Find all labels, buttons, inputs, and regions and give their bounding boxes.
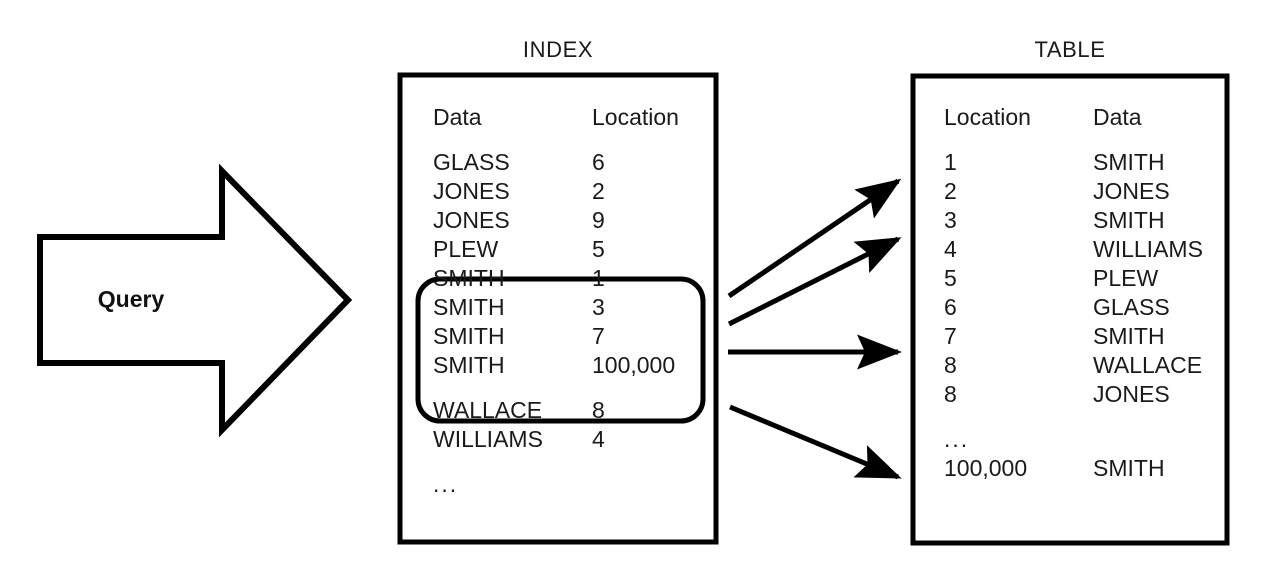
table-row: 7 SMITH xyxy=(944,322,1233,351)
table-row: 2 JONES xyxy=(944,177,1233,206)
query-label: Query xyxy=(97,286,165,312)
connector-smith-3 xyxy=(727,236,902,327)
index-header-location: Location xyxy=(592,104,679,130)
table-cell-location: 2 xyxy=(944,178,957,204)
index-cell-data: PLEW xyxy=(433,236,499,262)
connector-smith-100000 xyxy=(729,404,902,480)
table-cell-data: SMITH xyxy=(1093,455,1165,481)
index-cell-location: 8 xyxy=(592,397,605,423)
table-cell-data: SMITH xyxy=(1093,323,1165,349)
table-title: TABLE xyxy=(1034,37,1106,62)
query-block-arrow xyxy=(37,163,353,438)
table-cell-location: 1 xyxy=(944,149,957,175)
table-cell-data: WALLACE xyxy=(1093,352,1203,378)
index-header-data: Data xyxy=(433,104,482,130)
index-cell-location: 2 xyxy=(592,178,605,204)
table-cell-location: 8 xyxy=(944,352,957,378)
table-content: Location Data 1 SMITH 2 JONES 3 SMITH 4 … xyxy=(944,103,1233,483)
index-cell-location: 9 xyxy=(592,207,605,233)
index-spacer xyxy=(433,380,592,396)
table-cell-data: JONES xyxy=(1093,178,1170,204)
table-cell-location: 5 xyxy=(944,265,957,291)
index-spacer xyxy=(433,132,592,148)
index-cell-location: 7 xyxy=(592,323,605,349)
index-row: JONES 9 xyxy=(433,206,712,235)
index-row-highlighted: SMITH 100,000 xyxy=(433,351,712,380)
index-cell-data: SMITH xyxy=(433,323,505,349)
table-header-row: Location Data xyxy=(944,103,1233,132)
index-header-row: Data Location xyxy=(433,103,712,132)
index-title: INDEX xyxy=(522,37,594,62)
table-header-data: Data xyxy=(1093,104,1142,130)
table-row: 4 WILLIAMS xyxy=(944,235,1233,264)
index-cell-data: SMITH xyxy=(433,265,505,291)
table-row: 6 GLASS xyxy=(944,293,1233,322)
table-cell-data: GLASS xyxy=(1093,294,1170,320)
index-cell-data: SMITH xyxy=(433,294,505,320)
table-cell-location: 3 xyxy=(944,207,957,233)
table-box xyxy=(910,73,1230,546)
table-cell-data: JONES xyxy=(1093,381,1170,407)
table-cell-data: SMITH xyxy=(1093,207,1165,233)
index-ellipsis: ... xyxy=(433,471,459,497)
index-row: GLASS 6 xyxy=(433,148,712,177)
smith-group-highlight xyxy=(415,276,706,424)
index-cell-location: 4 xyxy=(592,426,605,452)
index-content: Data Location GLASS 6 JONES 2 JONES 9 PL… xyxy=(433,103,712,499)
index-row: WALLACE 8 xyxy=(433,396,712,425)
table-row: 5 PLEW xyxy=(944,264,1233,293)
index-row-highlighted: SMITH 3 xyxy=(433,293,712,322)
index-cell-data: GLASS xyxy=(433,149,510,175)
table-row: 1 SMITH xyxy=(944,148,1233,177)
index-cell-location: 6 xyxy=(592,149,605,175)
index-cell-location: 1 xyxy=(592,265,605,291)
table-spacer xyxy=(944,132,1093,148)
index-row: WILLIAMS 4 xyxy=(433,425,712,454)
index-row-highlighted: SMITH 7 xyxy=(433,322,712,351)
table-row: 3 SMITH xyxy=(944,206,1233,235)
index-ellipsis-row: ... xyxy=(433,470,712,499)
table-ellipsis: ... xyxy=(944,426,970,452)
index-cell-data: SMITH xyxy=(433,352,505,378)
index-cell-location: 3 xyxy=(592,294,605,320)
index-cell-data: WILLIAMS xyxy=(433,426,543,452)
table-header-location: Location xyxy=(944,104,1031,130)
table-cell-data: WILLIAMS xyxy=(1093,236,1203,262)
table-cell-location: 4 xyxy=(944,236,957,262)
index-cell-data: JONES xyxy=(433,178,510,204)
table-cell-location: 100,000 xyxy=(944,455,1028,481)
table-row: 8 WALLACE xyxy=(944,351,1233,380)
table-cell-location: 6 xyxy=(944,294,957,320)
index-cell-data: WALLACE xyxy=(433,397,543,423)
index-cell-data: JONES xyxy=(433,207,510,233)
table-cell-data: PLEW xyxy=(1093,265,1159,291)
index-spacer xyxy=(433,454,592,470)
connector-smith-1 xyxy=(727,178,902,299)
table-cell-data: SMITH xyxy=(1093,149,1165,175)
index-row: PLEW 5 xyxy=(433,235,712,264)
table-cell-location: 7 xyxy=(944,323,957,349)
table-ellipsis-row: ... xyxy=(944,425,1233,454)
index-row: JONES 2 xyxy=(433,177,712,206)
table-row: 8 JONES xyxy=(944,380,1233,409)
table-row: 100,000 SMITH xyxy=(944,454,1233,483)
index-cell-location: 5 xyxy=(592,236,605,262)
index-row-highlighted: SMITH 1 xyxy=(433,264,712,293)
index-cell-location: 100,000 xyxy=(592,352,676,378)
index-box xyxy=(397,72,719,545)
table-cell-location: 8 xyxy=(944,381,957,407)
table-spacer xyxy=(944,409,1093,425)
